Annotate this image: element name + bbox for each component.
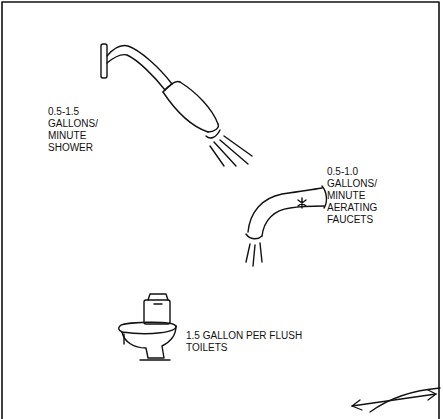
callout-label: 1.5 GALLON PER FLUSH TOILETS [186,330,311,354]
callout-label: 0.5-1.0 GALLONS/ MINUTE AERATING FAUCETS [327,166,383,226]
dimension-arrow [352,388,440,412]
aerating-faucet [246,186,326,266]
toilet [119,294,176,360]
callout-label: 0.5-1.5 GALLONS/ MINUTE SHOWER [48,106,104,154]
shower-head [101,44,252,166]
